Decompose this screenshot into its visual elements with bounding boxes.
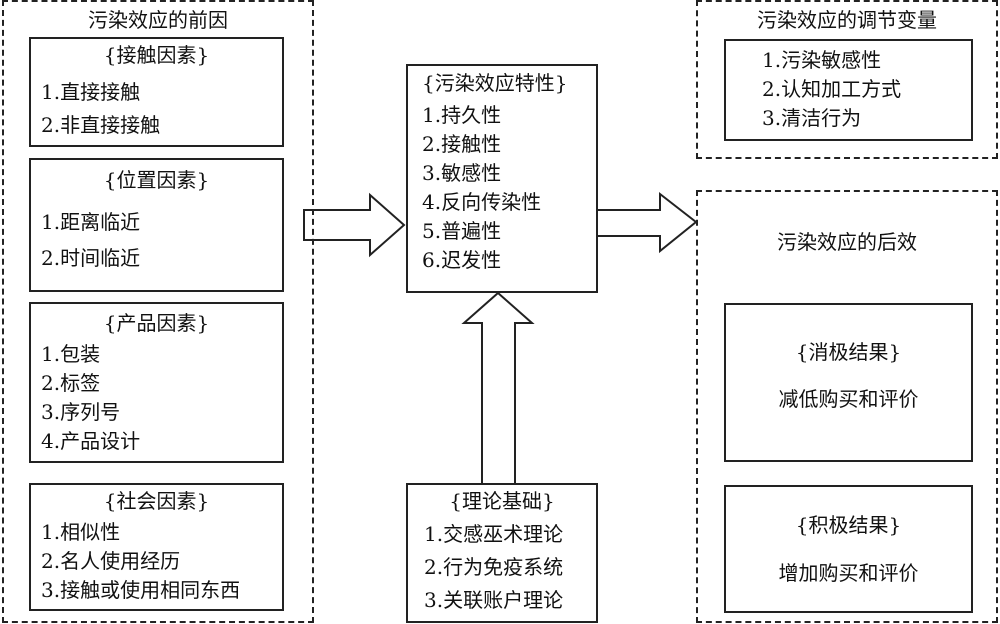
moderators-panel: 污染效应的调节变量 (696, 0, 998, 159)
list-item: 3.接触或使用相同东西 (41, 578, 241, 602)
negative-outcome-box: {消极结果} 减低购买和评价 (724, 303, 973, 462)
list-item: 1.污染敏感性 (762, 48, 882, 72)
moderators-title: 污染效应的调节变量 (757, 8, 937, 32)
characteristics-box: {污染效应特性} 1.持久性 2.接触性 3.敏感性 4.反向传染性 5.普遍性… (406, 64, 598, 293)
list-item: 1.交感巫术理论 (424, 522, 564, 546)
consequences-title: 污染效应的后效 (777, 230, 917, 254)
list-item: 2.接触性 (422, 132, 502, 156)
antecedents-panel: 污染效应的前因 (2, 0, 314, 623)
list-item: 1.包装 (41, 342, 101, 366)
theory-heading: {理论基础} (449, 489, 555, 513)
list-item: 2.非直接接触 (41, 113, 161, 137)
social-factors-box: {社会因素} 1.相似性 2.名人使用经历 3.接触或使用相同东西 (29, 483, 284, 611)
list-item: 4.产品设计 (41, 429, 141, 453)
list-item: 3.序列号 (41, 400, 121, 424)
contact-factors-box: {接触因素} 1.直接接触 2.非直接接触 (29, 37, 284, 147)
arrow-antecedents-to-characteristics (303, 192, 406, 258)
list-item: 5.普遍性 (422, 219, 502, 243)
moderators-box: 1.污染敏感性 2.认知加工方式 3.清洁行为 (724, 39, 973, 141)
list-item: 4.反向传染性 (422, 190, 542, 214)
list-item: 1.直接接触 (41, 80, 141, 104)
contact-factors-heading: {接触因素} (103, 43, 210, 67)
list-item: 2.标签 (41, 371, 101, 395)
consequences-panel: 污染效应的后效 (696, 190, 998, 623)
list-item: 6.迟发性 (422, 248, 502, 272)
arrow-characteristics-to-consequences (593, 191, 698, 254)
list-item: 2.名人使用经历 (41, 549, 181, 573)
arrow-theory-to-characteristics (461, 291, 535, 485)
antecedents-title: 污染效应的前因 (88, 8, 228, 32)
product-factors-heading: {产品因素} (103, 311, 210, 335)
list-item: 2.时间临近 (41, 246, 141, 270)
positive-outcome-text: 增加购买和评价 (778, 561, 919, 585)
list-item: 2.认知加工方式 (762, 77, 902, 101)
social-factors-heading: {社会因素} (103, 489, 210, 513)
list-item: 3.敏感性 (422, 161, 502, 185)
positive-outcome-heading: {积极结果} (795, 513, 902, 537)
list-item: 1.相似性 (41, 520, 121, 544)
location-factors-heading: {位置因素} (103, 168, 210, 192)
positive-outcome-box: {积极结果} 增加购买和评价 (724, 485, 973, 613)
characteristics-heading: {污染效应特性} (422, 71, 568, 95)
list-item: 2.行为免疫系统 (424, 555, 564, 579)
product-factors-box: {产品因素} 1.包装 2.标签 3.序列号 4.产品设计 (29, 302, 284, 463)
list-item: 3.关联账户理论 (424, 588, 564, 612)
list-item: 3.清洁行为 (762, 106, 862, 130)
list-item: 1.持久性 (422, 103, 502, 127)
negative-outcome-text: 减低购买和评价 (778, 387, 919, 411)
list-item: 1.距离临近 (41, 210, 141, 234)
negative-outcome-heading: {消极结果} (795, 340, 902, 364)
location-factors-box: {位置因素} 1.距离临近 2.时间临近 (29, 158, 284, 292)
theory-box: {理论基础} 1.交感巫术理论 2.行为免疫系统 3.关联账户理论 (406, 483, 598, 623)
